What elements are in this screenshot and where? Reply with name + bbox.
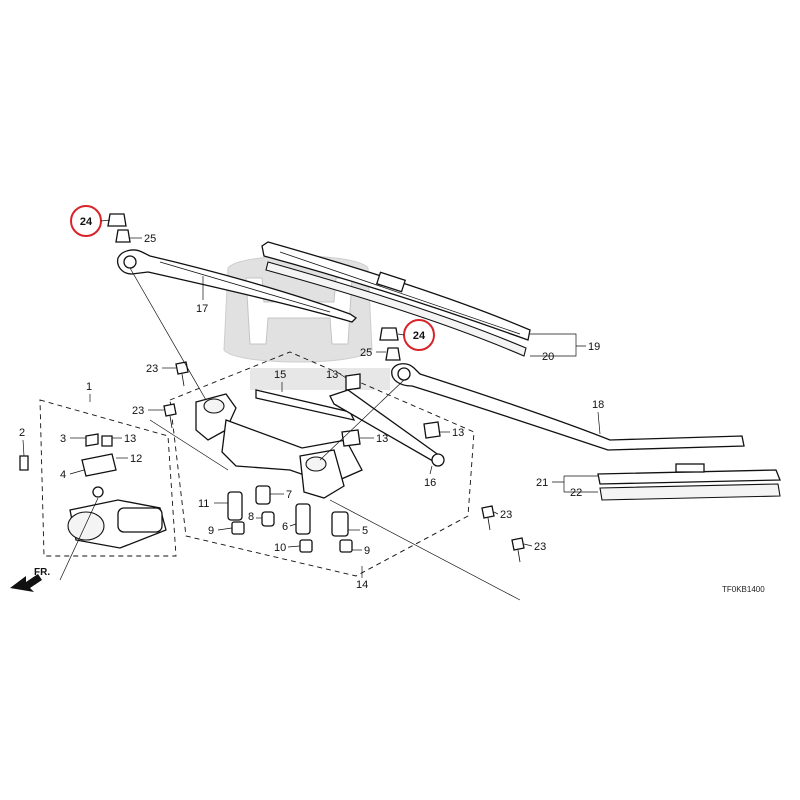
part-label-20: 20 (542, 351, 554, 363)
wiper-linkage-assembly (169, 351, 475, 577)
wiper-blade-19 (261, 241, 531, 357)
part-label-23-upper: 23 (146, 363, 158, 375)
callout-24-upper: 24 (80, 216, 93, 228)
mounting-bolts (163, 361, 525, 563)
part-label-11: 11 (198, 498, 209, 510)
part-label-5: 5 (362, 525, 368, 537)
part-label-9-right: 9 (364, 545, 370, 557)
part-label-18: 18 (592, 399, 604, 411)
part-label-12: 12 (130, 453, 142, 465)
part-label-23-bottom: 23 (534, 541, 546, 553)
part-label-13-motor: 13 (124, 433, 136, 445)
part-label-23-left: 23 (132, 405, 144, 417)
part-label-13-upper: 13 (326, 369, 338, 381)
drawing-code: TF0KB1400 (722, 585, 765, 594)
caps-and-nuts (107, 213, 401, 361)
part-label-1: 1 (86, 381, 92, 393)
bushings-and-grommets (227, 485, 353, 553)
part-label-13-middle: 13 (376, 433, 388, 445)
guide-lines (59, 267, 521, 601)
part-label-19: 19 (588, 341, 600, 353)
part-label-13-right: 13 (452, 427, 464, 439)
part-label-9-left: 9 (208, 525, 214, 537)
part-label-6: 6 (282, 521, 288, 533)
wiper-arm-18 (391, 363, 745, 451)
part-label-14: 14 (356, 579, 368, 591)
part-label-17: 17 (196, 303, 208, 315)
part-label-2: 2 (19, 427, 25, 439)
part-label-16: 16 (424, 477, 436, 489)
wiper-motor-assembly (19, 399, 177, 557)
front-direction-arrow: FR. (10, 567, 50, 592)
front-label: FR. (34, 567, 50, 578)
part-label-25-lower: 25 (360, 347, 372, 359)
part-label-7: 7 (286, 489, 292, 501)
callout-24-lower: 24 (413, 330, 426, 342)
part-label-25-upper: 25 (144, 233, 156, 245)
part-label-15: 15 (274, 369, 286, 381)
part-label-10: 10 (274, 542, 286, 554)
part-number-labels: 1 2 3 4 5 6 7 8 9 9 10 11 12 13 13 13 13 (19, 233, 604, 591)
part-label-4: 4 (60, 469, 66, 481)
part-label-8: 8 (248, 511, 254, 523)
part-label-23-right: 23 (500, 509, 512, 521)
part-label-3: 3 (60, 433, 66, 445)
wiper-blade-21 (597, 463, 781, 501)
wiper-arm-17 (116, 249, 358, 323)
part-label-22: 22 (570, 487, 582, 499)
part-label-21: 21 (536, 477, 548, 489)
highlight-callouts: 24 24 (70, 205, 435, 351)
